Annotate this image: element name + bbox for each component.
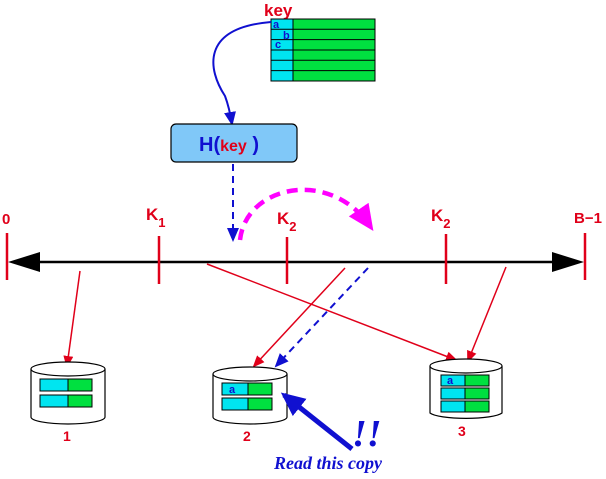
segment-to-bucket2-arrow — [252, 267, 346, 368]
hash-space-axis — [5, 233, 587, 284]
axis-label-k1: K1 — [146, 205, 166, 230]
segment-to-bucket3-arrow — [467, 266, 507, 363]
bucket-3 — [429, 358, 503, 419]
axis-left-arrowhead — [8, 252, 40, 272]
segment-to-bucket3-long-arrow — [206, 263, 458, 362]
bucket-3-label: 3 — [458, 423, 466, 439]
key-to-hash-arrow — [212, 21, 272, 126]
key-letter-b: b — [283, 30, 290, 42]
axis-right-arrowhead — [552, 252, 584, 272]
axis-label-end: B−1 — [574, 210, 602, 227]
exclamation-marks: !! — [352, 413, 382, 455]
key-letter-c: c — [275, 39, 281, 51]
hash-function-box: H(key ) — [170, 123, 298, 163]
axis-label-start: 0 — [2, 211, 10, 228]
bucket-3-letter: a — [447, 375, 454, 387]
read-this-copy-label: Read this copy — [273, 453, 383, 473]
bucket-1 — [30, 361, 106, 425]
axis-label-k2-second: K2 — [431, 206, 451, 231]
key-table: key a b c — [264, 1, 376, 82]
key-letter-a: a — [273, 19, 280, 31]
read-this-copy-arrow — [280, 392, 354, 451]
bucket-2 — [212, 366, 288, 425]
key-table-title: key — [264, 1, 293, 20]
segment-to-bucket1-arrow — [63, 270, 81, 368]
lookup-to-bucket2-arrow — [274, 267, 369, 368]
bucket-1-label: 1 — [63, 428, 71, 444]
bucket-2-label: 2 — [243, 428, 251, 444]
key-table-grid — [270, 18, 376, 82]
clockwise-lookup-arrow — [237, 187, 374, 241]
bucket-2-letter: a — [229, 384, 236, 396]
hash-function-label: H(key ) — [199, 134, 259, 156]
axis-label-k2-first: K2 — [277, 209, 297, 234]
